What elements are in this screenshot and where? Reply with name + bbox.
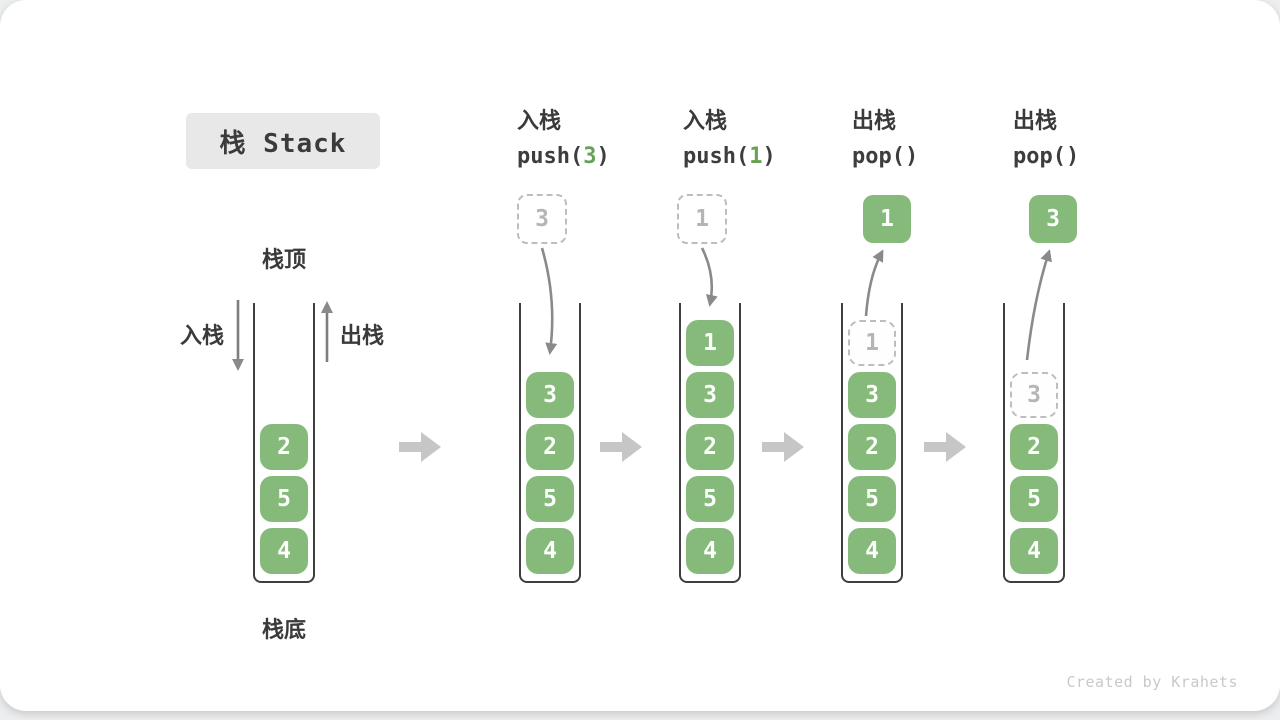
- operation-code: push(1): [683, 144, 776, 169]
- operation-header: 出栈 pop(): [1013, 103, 1079, 169]
- pop-side-label: 出栈: [340, 324, 385, 349]
- operation-code: pop(): [1013, 144, 1080, 169]
- operation-header: 出栈 pop(): [852, 103, 918, 169]
- operation-header: 入栈 push(3): [517, 103, 610, 169]
- stack-item: 2: [848, 424, 896, 470]
- stack-bottom-label: 栈底: [261, 618, 306, 643]
- push-side-label: 入栈: [179, 324, 224, 349]
- stack-item: 5: [848, 476, 896, 522]
- stack-container: [253, 303, 315, 583]
- stack-item: 2: [1010, 424, 1058, 470]
- operation-name: 入栈: [517, 109, 562, 134]
- operation-arg: 3: [583, 144, 597, 169]
- operation-name: 入栈: [683, 109, 728, 134]
- stack-item-ghost: 1: [848, 320, 896, 366]
- operation-name: 出栈: [852, 109, 897, 134]
- stack-item: 2: [526, 424, 574, 470]
- stack-item: 3: [526, 372, 574, 418]
- transition-arrow: [399, 432, 441, 462]
- stack-container: [679, 303, 741, 583]
- operation-arg: 1: [749, 144, 763, 169]
- stack-item: 5: [1010, 476, 1058, 522]
- stack-container: [519, 303, 581, 583]
- stack-item: 4: [526, 528, 574, 574]
- title-box: 栈 Stack: [186, 113, 380, 169]
- stack-item: 2: [260, 424, 308, 470]
- floating-value-box: 3: [1029, 195, 1077, 243]
- operation-code: push(3): [517, 144, 610, 169]
- operation-header: 入栈 push(1): [683, 103, 776, 169]
- floating-value-box: 1: [677, 194, 727, 244]
- push1-curved-arrow: [700, 247, 718, 307]
- stack-item: 2: [686, 424, 734, 470]
- stack-item: 5: [260, 476, 308, 522]
- stack-item: 5: [526, 476, 574, 522]
- operation-code: pop(): [852, 144, 919, 169]
- stack-item: 1: [686, 320, 734, 366]
- operation-name: 出栈: [1013, 109, 1058, 134]
- stack-item: 3: [686, 372, 734, 418]
- transition-arrow: [600, 432, 642, 462]
- stack-container: [1003, 303, 1065, 583]
- floating-value-box: 3: [517, 194, 567, 244]
- stack-item: 4: [1010, 528, 1058, 574]
- stack-item: 3: [848, 372, 896, 418]
- stack-top-label: 栈顶: [261, 248, 306, 273]
- floating-value-box: 1: [863, 195, 911, 243]
- stack-item: 4: [686, 528, 734, 574]
- stack-item: 5: [686, 476, 734, 522]
- stack-item: 4: [848, 528, 896, 574]
- watermark: Created by Krahets: [1066, 673, 1238, 691]
- transition-arrow: [924, 432, 966, 462]
- stack-container: [841, 303, 903, 583]
- stack-item: 4: [260, 528, 308, 574]
- stack-item-ghost: 3: [1010, 372, 1058, 418]
- transition-arrow: [762, 432, 804, 462]
